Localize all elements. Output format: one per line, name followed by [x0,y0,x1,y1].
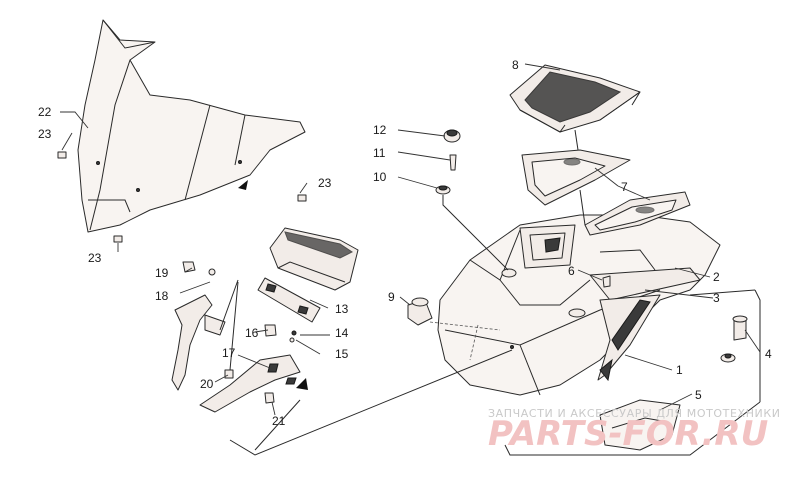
trim-panel-lower [584,191,691,236]
callout-19: 19 [155,266,169,280]
watermark-brand: PARTS-FOR.RU [488,414,768,454]
leader-lines [60,63,761,416]
assembly-lines [219,129,761,456]
callout-23: 23 [88,251,102,265]
knob-12 [443,129,461,143]
grommet-10 [435,185,451,195]
fastener-6 [602,275,611,288]
callout-13: 13 [335,302,349,316]
callout-15: 15 [335,347,349,361]
plate-5 [599,399,681,451]
callout-9: 9 [388,290,395,304]
screw-23 [57,151,307,243]
callout-labels: 22 23 23 23 19 18 16 13 14 15 17 20 21 1… [38,58,772,428]
storage-net [509,64,641,133]
arrow-marker-windshield [238,180,248,190]
callout-6: 6 [568,264,575,278]
arrow-marker-bracket [296,378,308,390]
gauge-bracket [257,277,321,323]
callout-16: 16 [245,326,259,340]
support-bracket [171,294,226,391]
hood [437,214,721,396]
callout-3: 3 [713,291,720,305]
callout-18: 18 [155,289,169,303]
callout-17: 17 [222,346,236,360]
pin-11 [449,154,457,171]
watermark-tagline: ЗАПЧАСТИ И АКСЕССУАРЫ ДЛЯ МОТОТЕХНИКИ [488,407,781,420]
callout-12: 12 [373,123,387,137]
callout-4: 4 [765,347,772,361]
gauge-instrument [269,227,359,291]
callout-21: 21 [272,414,286,428]
callout-22: 22 [38,105,52,119]
callout-23: 23 [318,176,332,190]
fasteners [182,261,297,404]
windshield [77,19,306,233]
callout-7: 7 [621,180,628,194]
callout-14: 14 [335,326,349,340]
callout-11: 11 [373,146,386,160]
nut-4 [720,315,748,363]
mount-bracket [199,354,301,413]
callout-2: 2 [713,270,720,284]
callout-23: 23 [38,127,52,141]
callout-1: 1 [676,363,683,377]
trim-panel-upper [521,149,631,206]
callout-5: 5 [695,388,702,402]
connector-9 [407,297,433,326]
callout-10: 10 [373,170,387,184]
callout-8: 8 [512,58,519,72]
callout-20: 20 [200,377,214,391]
watermark: ЗАПЧАСТИ И АКСЕССУАРЫ ДЛЯ МОТОТЕХНИКИ PA… [488,407,781,454]
